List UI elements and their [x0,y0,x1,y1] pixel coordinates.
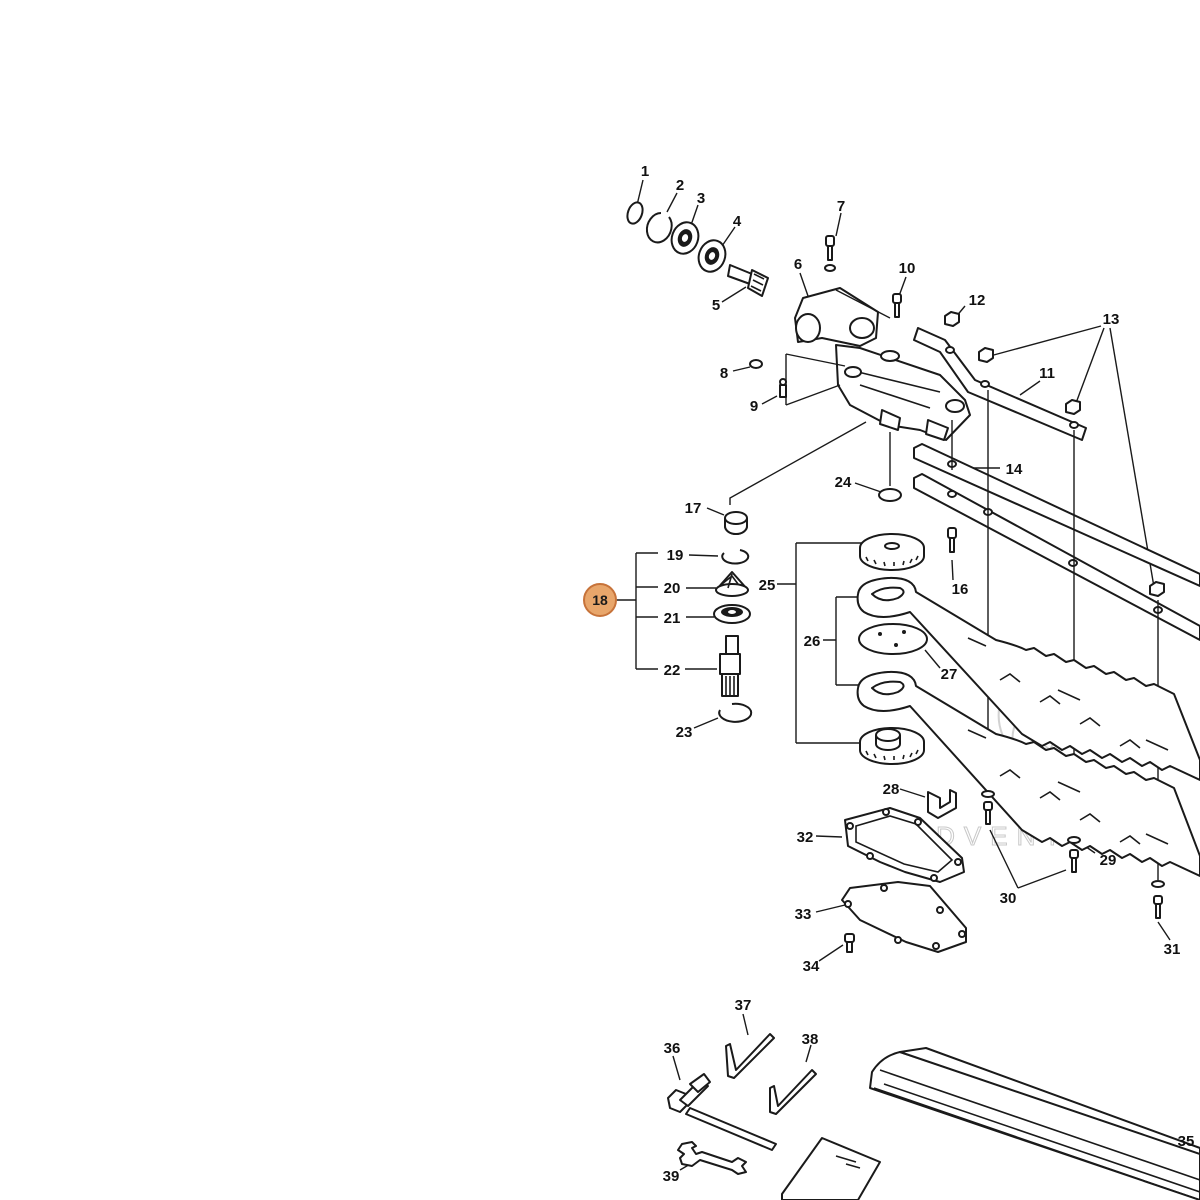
callout-25[interactable]: 25 [759,577,776,594]
callout-34[interactable]: 34 [803,958,820,975]
part-5-bevel-gear-shaft [727,264,769,297]
part-37-hex-key [725,1033,775,1079]
callout-20[interactable]: 20 [664,580,681,597]
callout-26[interactable]: 26 [804,633,821,650]
gear-housing [785,287,971,441]
part-29-30-bolts-washers [981,790,1165,919]
callout-23[interactable]: 23 [676,724,693,741]
part-39-spanner [677,1141,747,1175]
callout-11[interactable]: 11 [1039,365,1055,382]
leader-lines [612,179,1182,1171]
callout-38[interactable]: 38 [802,1031,819,1048]
callout-12[interactable]: 12 [969,292,986,309]
callout-labels: 1 2 3 4 5 6 7 8 9 10 12 13 11 14 24 17 1… [583,163,1195,1185]
part-20-bevel-gear [715,571,749,597]
callout-28[interactable]: 28 [883,781,900,798]
callout-3[interactable]: 3 [697,190,705,207]
callout-6[interactable]: 6 [794,256,802,273]
part-27-plate [858,623,928,655]
part-9-grease-nipple [779,378,787,398]
part-35-blade-guard [869,1047,1200,1200]
part-8-washer [749,359,763,369]
part-23-snap-ring [718,702,753,723]
callout-5[interactable]: 5 [712,297,720,314]
part-12-nut [944,311,960,327]
callout-22[interactable]: 22 [664,662,681,679]
callout-4[interactable]: 4 [733,213,742,230]
part-3-bearing [670,221,700,255]
callout-18[interactable]: 18 [592,592,608,608]
part-4-bearing [697,239,727,273]
part-14-bar [913,443,1200,641]
part-13-nuts [978,347,1165,597]
callout-19[interactable]: 19 [667,547,684,564]
callout-24[interactable]: 24 [835,474,852,491]
callout-36[interactable]: 36 [664,1040,681,1057]
part-10-bolt [892,293,902,318]
callout-16[interactable]: 16 [952,581,969,598]
callout-10[interactable]: 10 [899,260,916,277]
callout-7[interactable]: 7 [837,198,845,215]
part-34-bolt [844,933,855,953]
part-28-clip [927,789,957,819]
part-25-gear-wheels [859,533,925,765]
part-cover-plate-lower [781,1137,881,1200]
callout-2[interactable]: 2 [676,177,684,194]
callout-32[interactable]: 32 [797,829,814,846]
callout-29[interactable]: 29 [1100,852,1117,869]
part-17-bushing [724,511,748,535]
part-22-spline-shaft [719,635,741,697]
part-2-snap-ring [645,212,673,244]
part-26-cutter-blades [856,576,1200,877]
callout-31[interactable]: 31 [1164,941,1181,958]
callout-1[interactable]: 1 [641,163,649,180]
callout-21[interactable]: 21 [664,610,681,627]
part-33-cover-plate [841,881,967,953]
part-36-box-wrench [667,1073,777,1151]
part-19-circlip [721,549,750,565]
shaft-assembly [626,201,769,297]
part-24-washer [878,488,902,502]
callout-8[interactable]: 8 [720,365,728,382]
part-32-gasket [844,807,965,883]
callout-13[interactable]: 13 [1103,311,1120,328]
part-11-bracket [913,327,1087,441]
part-16-bolt [947,527,957,553]
callout-27[interactable]: 27 [941,666,958,683]
part-21-bearing [713,604,751,624]
highlight-badge[interactable] [583,583,617,617]
callout-39[interactable]: 39 [663,1168,680,1185]
callout-9[interactable]: 9 [750,398,758,415]
part-38-hex-key [769,1069,817,1115]
callout-17[interactable]: 17 [685,500,702,517]
part-1-circlip [626,201,644,225]
part-7-bolt [824,235,836,272]
callout-18-highlighted[interactable]: 18 [583,583,617,617]
callout-35[interactable]: 35 [1178,1133,1195,1150]
callout-33[interactable]: 33 [795,906,812,923]
callout-30[interactable]: 30 [1000,890,1017,907]
callout-14[interactable]: 14 [1006,461,1023,478]
callout-37[interactable]: 37 [735,997,752,1014]
